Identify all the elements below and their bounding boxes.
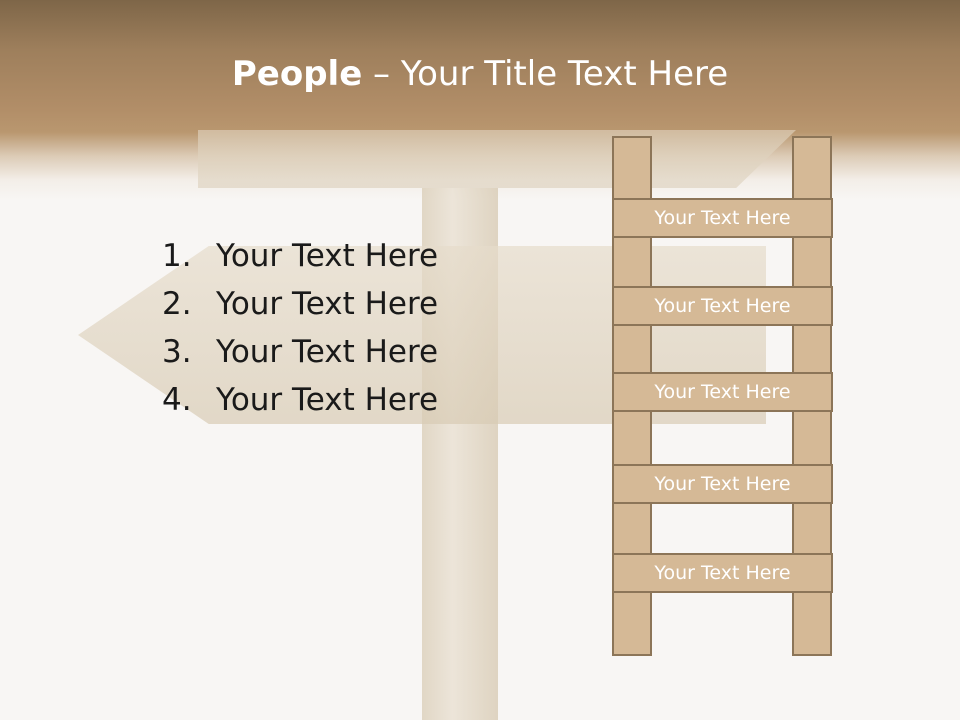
ladder-rung: Your Text Here — [612, 553, 833, 593]
title-rest-part: – Your Title Text Here — [362, 54, 729, 94]
list-text: Your Text Here — [216, 238, 439, 274]
ladder-rung: Your Text Here — [612, 464, 833, 504]
list-number: 2. — [162, 286, 192, 322]
list-number: 3. — [162, 334, 192, 370]
ladder-rung: Your Text Here — [612, 198, 833, 238]
slide-title: People – Your Title Text Here — [0, 50, 960, 98]
list-text: Your Text Here — [216, 334, 439, 370]
list-item: 3. Your Text Here — [162, 328, 438, 376]
list-item: 2. Your Text Here — [162, 280, 438, 328]
numbered-list: 1. Your Text Here 2. Your Text Here 3. Your… — [162, 232, 438, 424]
signpost-top-board — [198, 130, 796, 188]
ladder-rung: Your Text Here — [612, 372, 833, 412]
list-item: 1. Your Text Here — [162, 232, 438, 280]
title-bold-part: People — [231, 54, 363, 94]
list-text: Your Text Here — [216, 382, 439, 418]
list-text: Your Text Here — [216, 286, 439, 322]
list-number: 1. — [162, 238, 192, 274]
list-item: 4. Your Text Here — [162, 376, 438, 424]
list-number: 4. — [162, 382, 192, 418]
ladder-rung: Your Text Here — [612, 286, 833, 326]
